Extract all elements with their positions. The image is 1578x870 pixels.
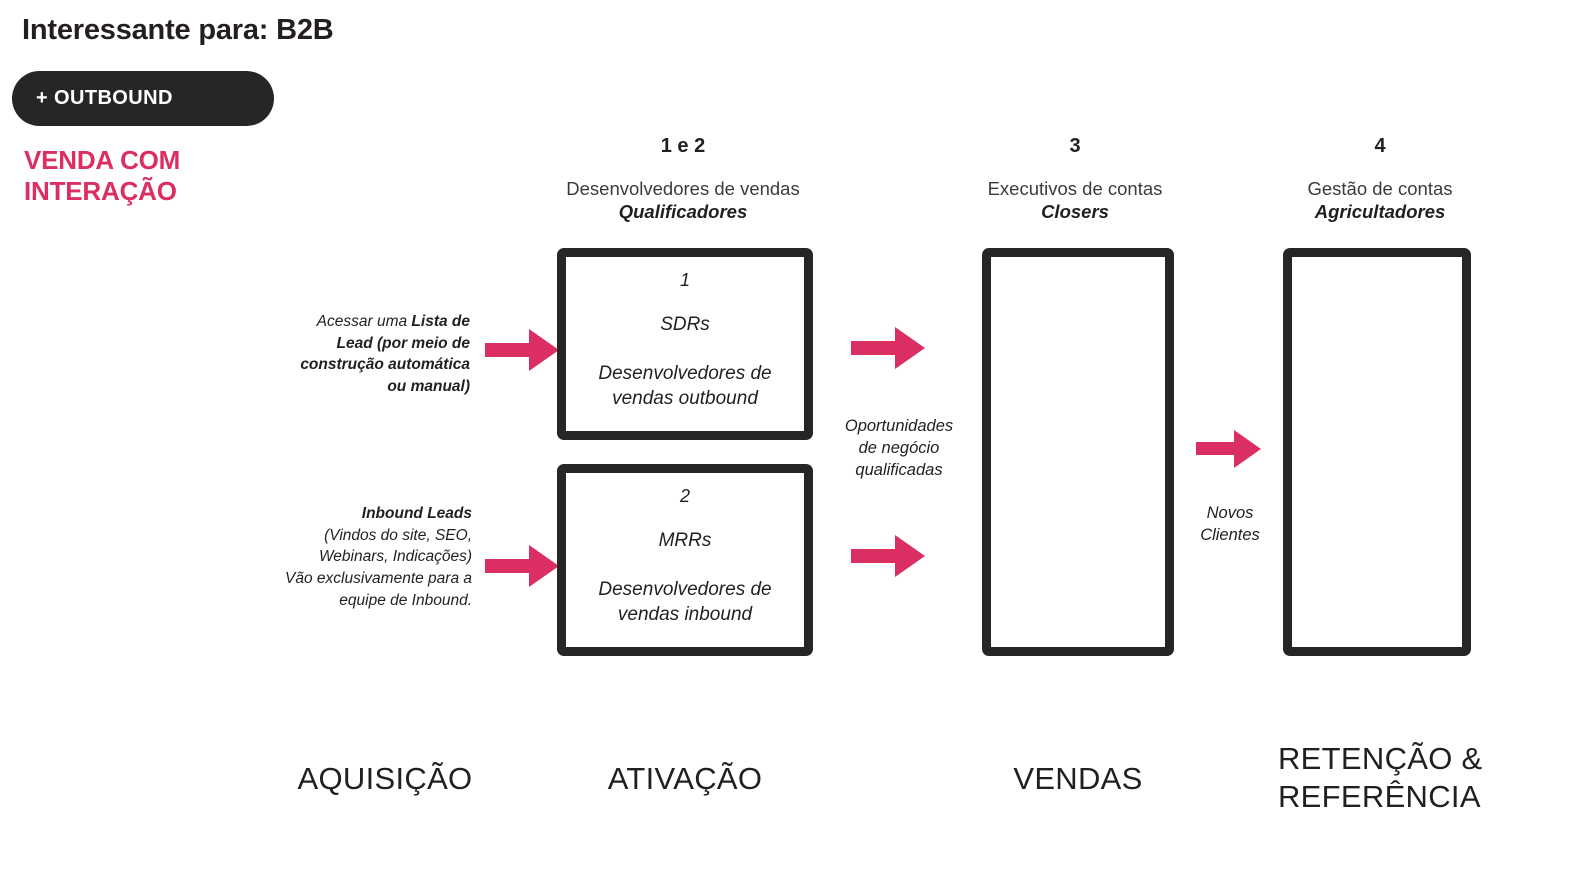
outbound-badge-label: + OUTBOUND (36, 87, 173, 109)
box-number: 2 (679, 486, 690, 507)
column-role: Desenvolvedores de vendas (566, 178, 800, 199)
annotation-line: Acessar uma (316, 313, 412, 330)
arrow-right-icon (851, 533, 926, 579)
box-sdr[interactable]: 1 SDRs Desenvolvedores de vendas outboun… (557, 248, 813, 440)
annotation-line-bold: Lista de (411, 313, 470, 330)
column-header-agricultadores: 4 Gestão de contas Agricultadores (1220, 136, 1540, 223)
column-number: 3 (1069, 135, 1081, 157)
annotation-line-bold: construção automática (300, 356, 470, 374)
annotation-line: qualificadas (855, 460, 943, 479)
annotation-line: (Vindos do site, SEO, (324, 526, 472, 544)
arrow-right-icon (851, 325, 926, 371)
annotation-line: Novos (1206, 504, 1254, 522)
annotation-qualified-opportunities: Oportunidades de negócio qualificadas (824, 416, 974, 482)
box-title: SDRs (660, 314, 710, 336)
annotation-line-bold: ou manual) (387, 378, 470, 396)
annotation-line: Vão exclusivamente para a (285, 570, 472, 588)
footer-stage-line: REFERÊNCIA (1278, 778, 1481, 814)
column-header-closers: 3 Executivos de contas Closers (915, 136, 1235, 223)
annotation-lead-list: Acessar uma Lista de Lead (por meio de c… (255, 311, 470, 398)
box-subtitle: Desenvolvedores de vendas outbound (598, 362, 771, 411)
column-nickname: Closers (1041, 201, 1109, 223)
box-subtitle-line: vendas inbound (617, 603, 753, 625)
annotation-line: Webinars, Indicações) (318, 548, 472, 566)
footer-stage-aquisicao: AQUISIÇÃO (297, 761, 473, 796)
annotation-inbound-leads: Inbound Leads (Vindos do site, SEO, Webi… (222, 503, 472, 611)
box-subtitle: Desenvolvedores de vendas inbound (598, 578, 771, 627)
box-subtitle-line: Desenvolvedores de (598, 363, 772, 385)
footer-stage-retencao: RETENÇÃO & REFERÊNCIA (1240, 740, 1540, 816)
box-number: 1 (679, 270, 690, 291)
annotation-line: Clientes (1200, 525, 1260, 544)
annotation-line-bold: Inbound Leads (361, 505, 472, 522)
box-account-management-content (1292, 257, 1462, 647)
sales-mode-label: VENDA COM INTERAÇÃO (24, 145, 181, 206)
column-header-qualificadores: 1 e 2 Desenvolvedores de vendas Qualific… (483, 136, 883, 223)
box-account-executives-content (991, 257, 1165, 647)
column-role: Executivos de contas (987, 178, 1163, 199)
footer-stage-line: RETENÇÃO & (1278, 741, 1483, 776)
column-number: 1 e 2 (660, 135, 706, 157)
column-number: 4 (1374, 135, 1386, 157)
footer-stage-ativacao: ATIVAÇÃO (607, 761, 763, 796)
box-subtitle-line: vendas outbound (612, 387, 758, 409)
footer-stage-vendas: VENDAS (1013, 761, 1143, 796)
column-nickname: Qualificadores (618, 201, 748, 223)
column-nickname: Agricultadores (1314, 201, 1446, 223)
arrow-right-icon (485, 327, 560, 373)
arrow-right-icon (1196, 428, 1262, 470)
outbound-badge[interactable]: + OUTBOUND (12, 71, 274, 126)
box-account-management[interactable] (1283, 248, 1471, 656)
box-account-executives[interactable] (982, 248, 1174, 656)
annotation-new-clients: Novos Clientes (1180, 503, 1280, 547)
box-subtitle-line: Desenvolvedores de (598, 579, 772, 601)
arrow-right-icon (485, 543, 560, 589)
annotation-line: Oportunidades (844, 417, 954, 435)
box-title: MRRs (658, 530, 712, 552)
box-mrr[interactable]: 2 MRRs Desenvolvedores de vendas inbound (557, 464, 813, 656)
page-title: Interessante para: B2B (22, 14, 334, 46)
annotation-line: equipe de Inbound. (339, 591, 472, 609)
column-role: Gestão de contas (1307, 178, 1453, 199)
annotation-line: de negócio (858, 438, 940, 457)
annotation-line-bold: Lead (por meio de (336, 334, 471, 352)
